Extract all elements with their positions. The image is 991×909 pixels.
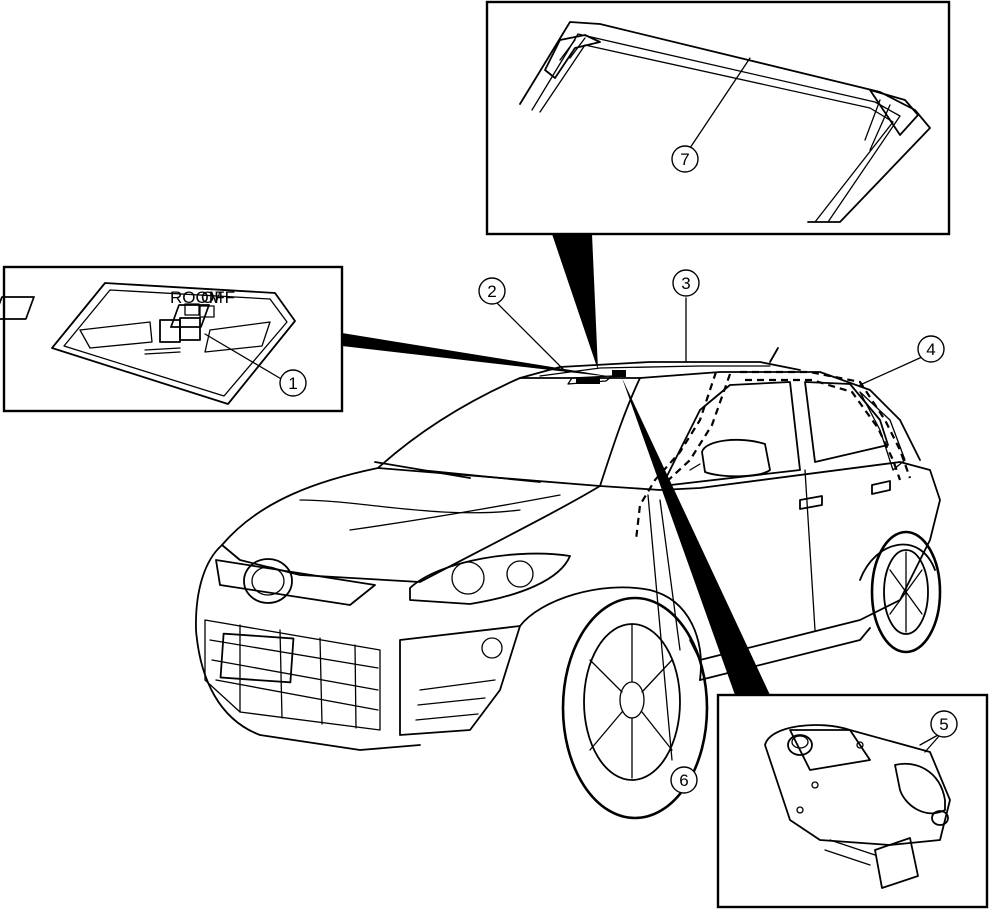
callout-7-label: 7 xyxy=(680,150,689,169)
detail-box-sunroof-glass xyxy=(485,0,951,236)
pointer-wedge-detail-1 xyxy=(342,333,620,378)
pointer-wedge-detail-7 xyxy=(552,234,598,370)
callout-5-label: 5 xyxy=(939,715,948,734)
sunroof-motor-mark xyxy=(612,370,626,377)
leader-lines xyxy=(496,297,941,761)
callout-3-label: 3 xyxy=(681,274,690,293)
callout-1-label: 1 xyxy=(288,374,297,393)
console-label-off: OFF xyxy=(201,288,235,307)
callout-5: 5 xyxy=(930,710,958,738)
callout-3: 3 xyxy=(672,269,700,297)
car-illustration xyxy=(195,347,942,820)
callout-6-label: 6 xyxy=(679,771,688,790)
callout-4-label: 4 xyxy=(926,340,935,359)
callout-7: 7 xyxy=(671,145,699,173)
callout-1: 1 xyxy=(279,369,307,397)
pointer-wedge-detail-5 xyxy=(622,378,770,695)
callout-2-label: 2 xyxy=(487,282,496,301)
rear-wheel xyxy=(870,530,942,654)
callout-6: 6 xyxy=(670,766,698,794)
front-drain-hose-path xyxy=(634,371,718,541)
license-plate-outline xyxy=(219,632,295,684)
detail-box-sunroof-motor xyxy=(716,693,989,909)
callout-2: 2 xyxy=(478,277,506,305)
front-wheel xyxy=(561,596,709,820)
rear-drain-hose-path xyxy=(740,370,912,479)
console-label-room: ROOM xyxy=(170,288,223,307)
callout-4: 4 xyxy=(917,335,945,363)
mazda-emblem xyxy=(243,558,293,604)
sunroof-switch-mark xyxy=(576,377,600,384)
